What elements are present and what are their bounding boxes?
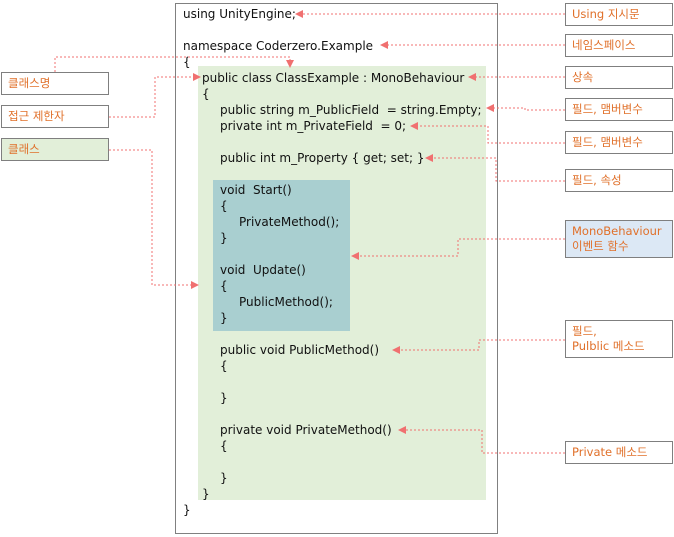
arrow-property xyxy=(425,154,565,182)
public-field-line: public string m_PublicField = string.Emp… xyxy=(220,103,482,117)
start-open-brace: { xyxy=(220,199,228,213)
start-declaration: void Start() xyxy=(220,183,292,197)
update-open-brace: { xyxy=(220,279,228,293)
start-close-brace: } xyxy=(220,231,228,245)
label-monobehaviour-events: MonoBehaviour 이벤트 함수 xyxy=(565,220,673,258)
arrow-access-modifier xyxy=(109,73,201,118)
arrow-public-method xyxy=(392,339,565,354)
label-using-directive: Using 지시문 xyxy=(565,3,673,26)
private-method-close-brace: } xyxy=(220,471,228,485)
property-line: public int m_Property { get; set; } xyxy=(220,151,425,165)
arrow-class-name xyxy=(54,56,294,72)
namespace-open-brace: { xyxy=(183,55,191,69)
private-method-declaration: private void PrivateMethod() xyxy=(220,423,392,437)
class-close-brace: } xyxy=(202,487,210,501)
arrow-events xyxy=(351,238,565,260)
label-member-field-2: 필드, 맴버변수 xyxy=(565,131,673,154)
label-namespace: 네임스페이스 xyxy=(565,34,673,57)
class-declaration: public class ClassExample : MonoBehaviou… xyxy=(202,71,465,85)
arrow-field-2 xyxy=(410,122,565,144)
arrow-field-1 xyxy=(486,104,565,112)
start-call-line: PrivateMethod(); xyxy=(239,215,340,229)
label-class-name: 클래스명 xyxy=(1,72,109,95)
label-access-modifier: 접근 제한자 xyxy=(1,105,109,128)
update-declaration: void Update() xyxy=(220,263,306,277)
label-property: 필드, 속성 xyxy=(565,169,673,192)
public-method-close-brace: } xyxy=(220,391,228,405)
public-method-declaration: public void PublicMethod() xyxy=(220,343,380,357)
public-method-open-brace: { xyxy=(220,359,228,373)
label-inheritance: 상속 xyxy=(565,66,673,89)
event-methods-region xyxy=(213,180,350,331)
label-public-method: 필드, Pulblic 메소드 xyxy=(565,320,673,358)
namespace-close-brace: } xyxy=(183,503,191,517)
label-private-method: Private 메소드 xyxy=(565,441,673,464)
label-class: 클래스 xyxy=(1,138,109,161)
private-field-line: private int m_PrivateField = 0; xyxy=(220,119,407,133)
class-open-brace: { xyxy=(202,87,210,101)
arrow-private-method xyxy=(398,426,565,454)
using-line: using UnityEngine; xyxy=(183,7,296,21)
label-member-field-1: 필드, 맴버변수 xyxy=(565,98,673,121)
arrow-class xyxy=(109,149,199,289)
update-call-line: PublicMethod(); xyxy=(239,295,333,309)
private-method-open-brace: { xyxy=(220,439,228,453)
namespace-line: namespace Coderzero.Example xyxy=(183,39,374,53)
update-close-brace: } xyxy=(220,311,228,325)
